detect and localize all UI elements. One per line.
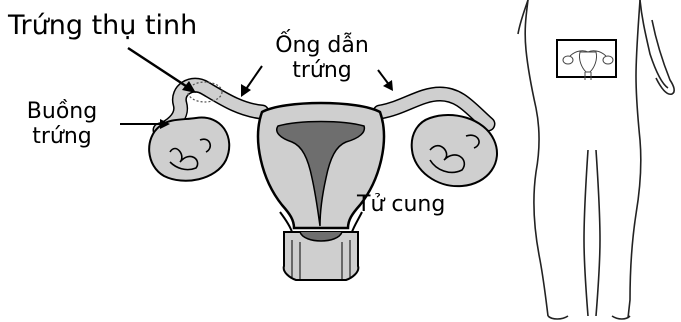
label-ovary: Buồng trứng	[22, 99, 102, 150]
label-uterus: Tử cung	[357, 192, 445, 217]
mini-uterus-icon	[563, 51, 613, 80]
arrow-left-tube	[241, 66, 262, 97]
label-fallopian-tube-line1: Ống dẫn	[272, 33, 372, 58]
label-fertilized-egg: Trứng thụ tinh	[8, 10, 197, 41]
label-ovary-line2: trứng	[22, 124, 102, 149]
label-fallopian-tube: Ống dẫn trứng	[272, 33, 372, 84]
label-ovary-line1: Buồng	[22, 99, 102, 124]
body-silhouette	[518, 0, 674, 319]
arrow-fertilized-egg	[128, 48, 196, 93]
arrow-right-tube	[378, 70, 393, 91]
arrow-ovary	[120, 119, 170, 129]
pelvic-highlight-box	[557, 40, 616, 77]
label-fallopian-tube-line2: trứng	[272, 58, 372, 83]
